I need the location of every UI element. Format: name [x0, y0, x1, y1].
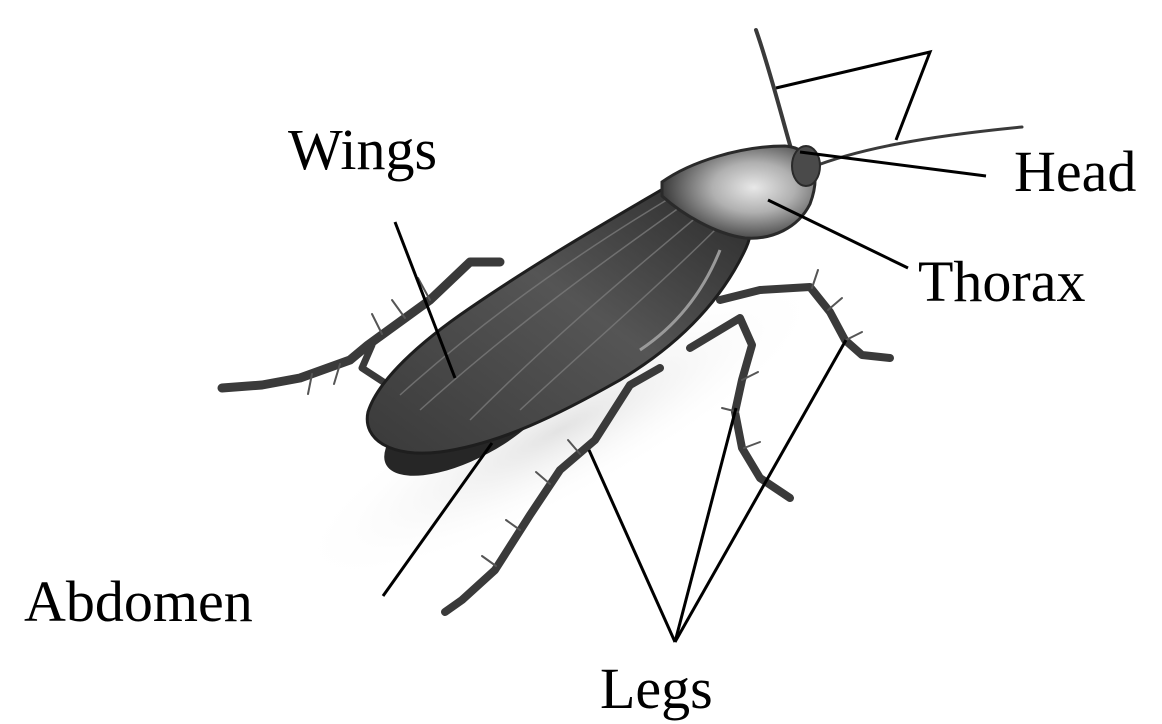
leader-legs-2: [675, 408, 736, 642]
leader-head: [800, 152, 986, 176]
antenna-lower: [810, 127, 1022, 168]
label-thorax: Thorax: [918, 253, 1086, 311]
label-wings: Wings: [288, 121, 437, 179]
label-abdomen: Abdomen: [24, 573, 253, 631]
leader-thorax: [768, 200, 908, 268]
label-head: Head: [1014, 143, 1136, 201]
antenna-upper: [756, 30, 792, 152]
leader-head-antenna: [776, 52, 930, 140]
leader-legs-1: [589, 450, 675, 642]
leg-rear-left-lower: [362, 345, 388, 385]
label-legs: Legs: [600, 660, 713, 718]
